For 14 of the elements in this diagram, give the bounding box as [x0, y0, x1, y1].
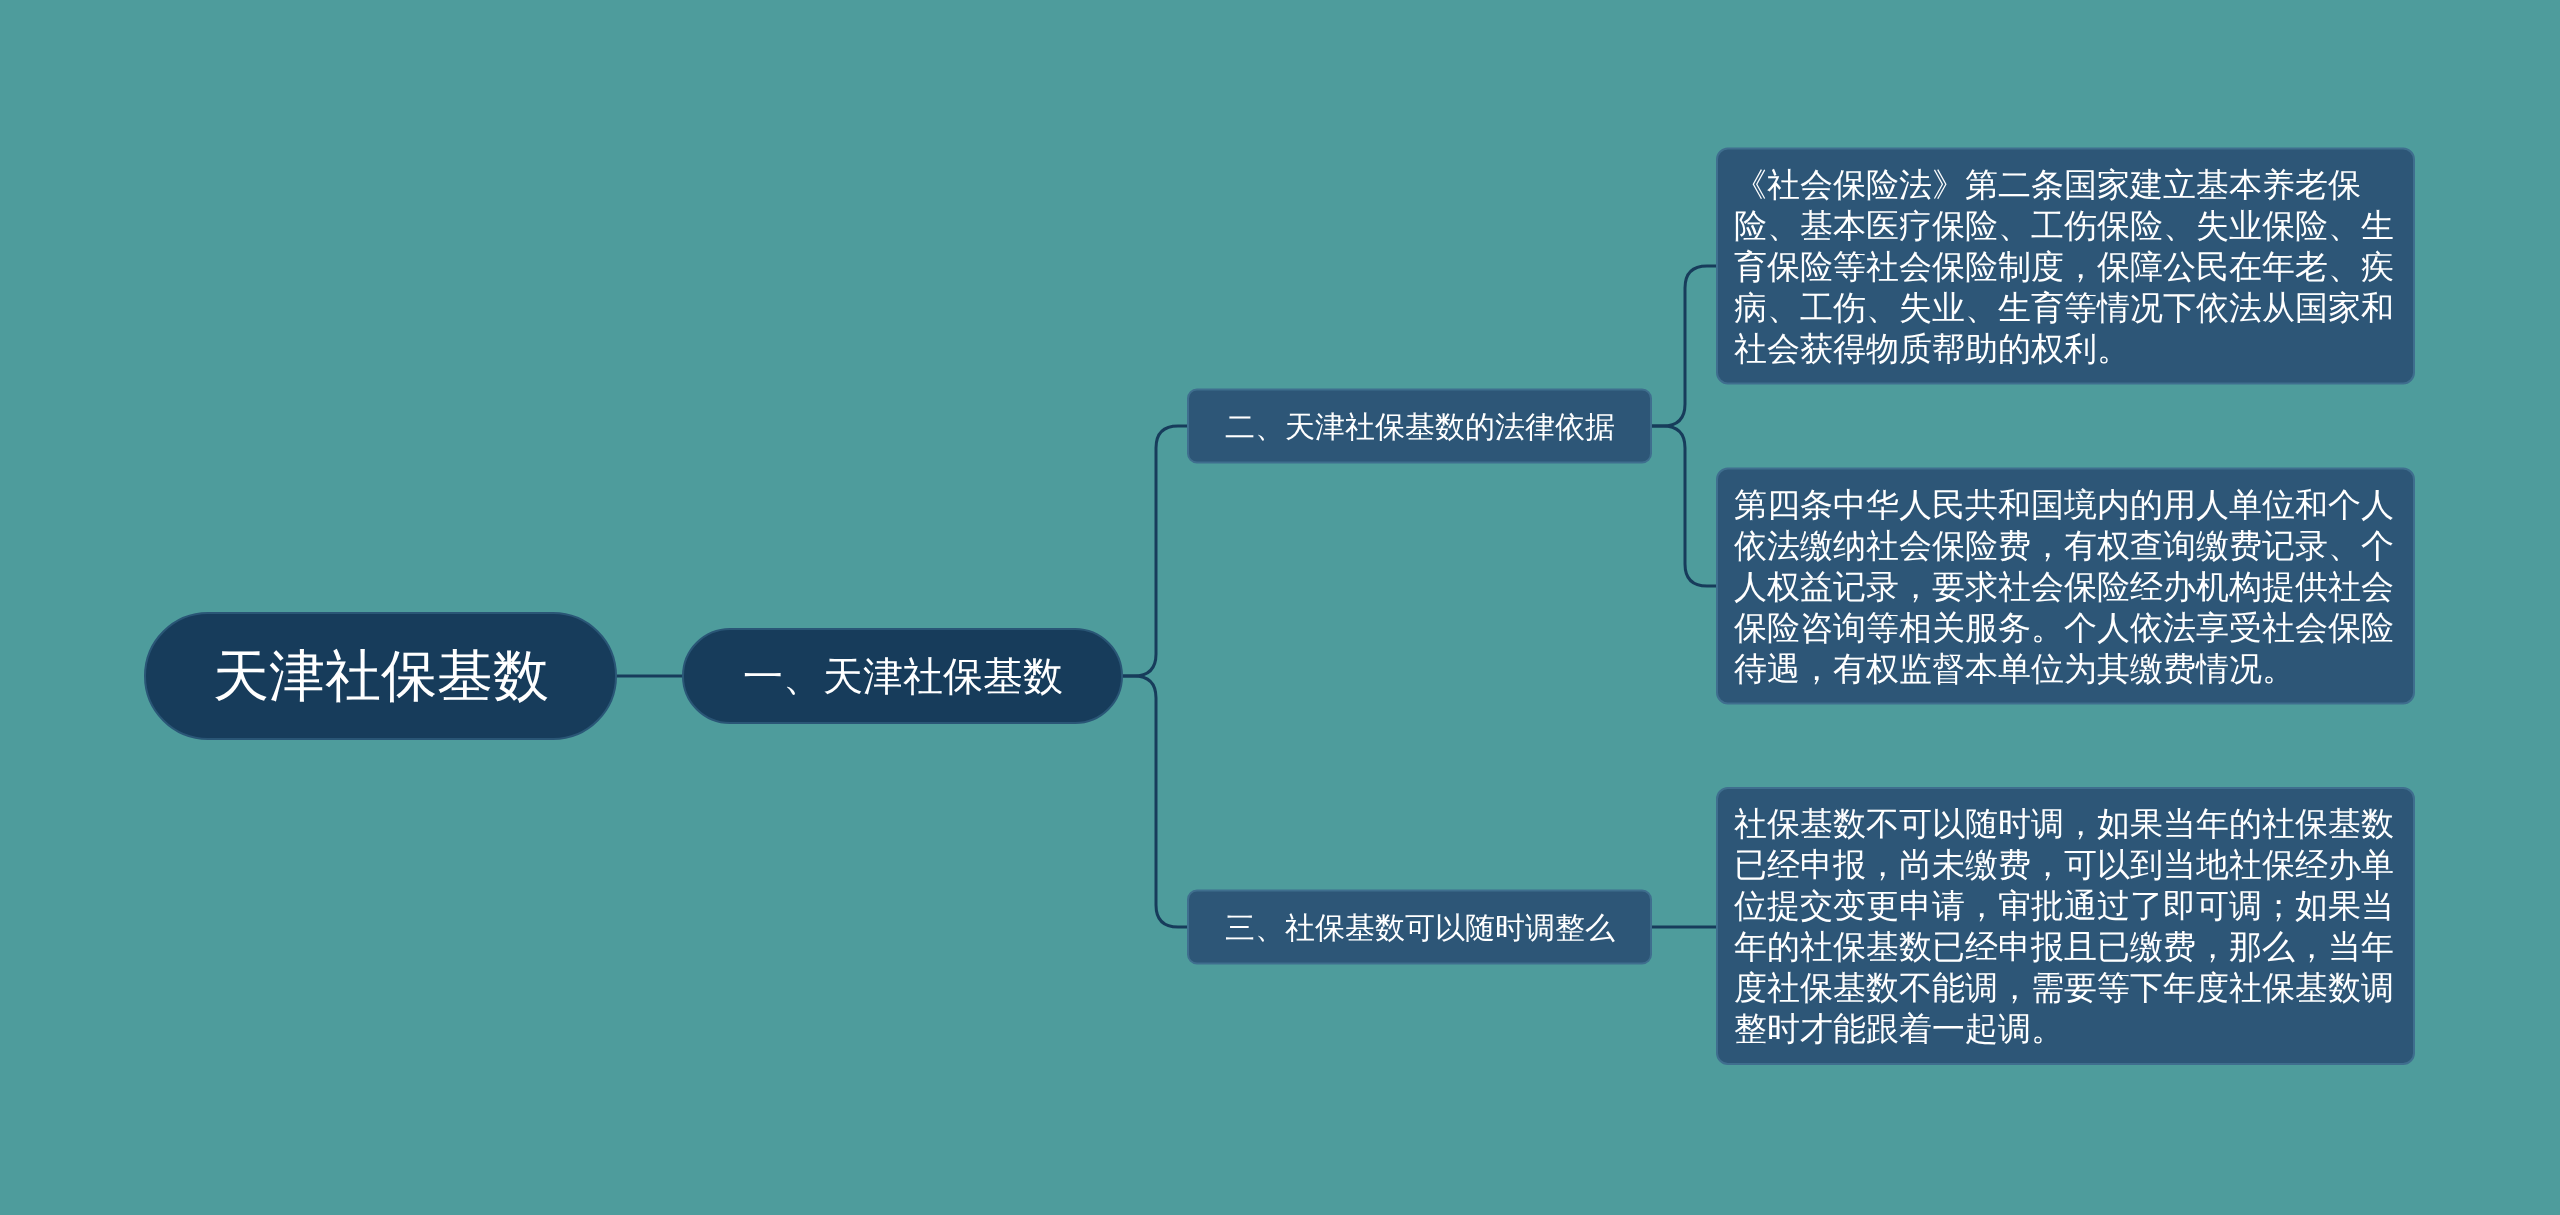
- detail-box: [1716, 467, 2415, 705]
- subtopic-box: [1187, 388, 1652, 464]
- detail-text: 第四条中华人民共和国境内的用人单位和个人依法缴纳社会保险费，有权查询缴费记录、个人权益记录，要求社会保险经办机构提供社会保险咨询等相关服务。个人依法享受社会保险待遇，有权监督本单位为其缴费情况。: [1734, 484, 2395, 689]
- detail-box: [1716, 787, 2415, 1065]
- detail-box: [1716, 147, 2415, 385]
- connector-line: [1652, 925, 1716, 929]
- detail-text: 社保基数不可以随时调，如果当年的社保基数已经申报，尚未缴费，可以到当地社保经办单位提交变更申请，审批通过了即可调；如果当年的社保基数已经申报且已缴费，那么，当年度社保基数不能调，需要等下年度社保基数调整时才能跟着一起调。: [1734, 804, 2395, 1049]
- subtopic-box: [1187, 889, 1652, 965]
- detail-text: 《社会保险法》第二条国家建立基本养老保险、基本医疗保险、工伤保险、失业保险、生育保险等社会保险制度，保障公民在年老、疾病、工伤、失业、生育等情况下依法从国家和社会获得物质帮助的权利。: [1734, 164, 2395, 369]
- subtopic-label: 二、天津社保基数的法律依据: [1224, 408, 1615, 445]
- root-title: 天津社保基数: [212, 643, 549, 709]
- connector-line: [617, 674, 682, 678]
- subtopic-label: 三、社保基数可以随时调整么: [1224, 909, 1615, 946]
- topic-title: 一、天津社保基数: [742, 653, 1063, 700]
